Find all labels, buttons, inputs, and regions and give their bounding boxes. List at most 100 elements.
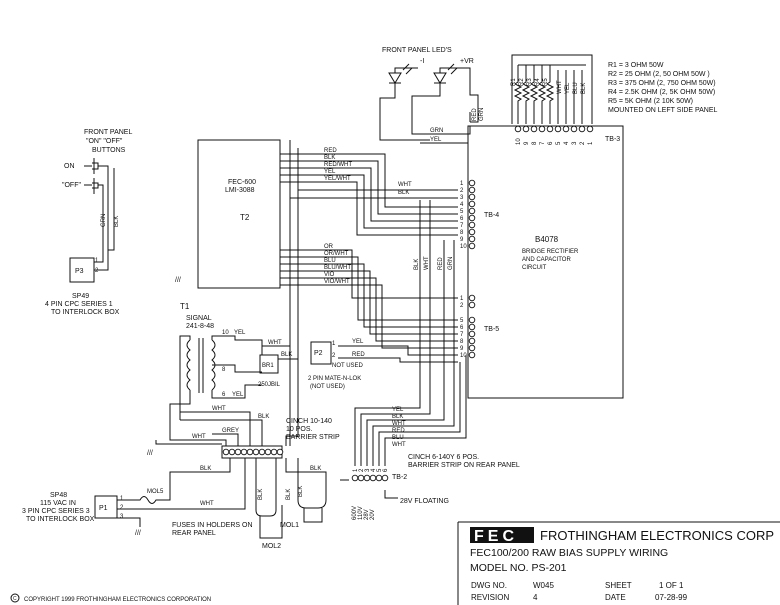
fuse-blk-1: BLK xyxy=(258,489,264,500)
tb2-pin-label-3: 3 xyxy=(365,468,371,472)
tb5-pin-label-5: 5 xyxy=(460,318,464,324)
t2-wire-labels: RED BLK RED/WHT YEL YEL/WHT OR OR/WHT BL… xyxy=(324,148,352,285)
tb2-label: TB-2 xyxy=(392,474,407,481)
p2-mate-label: 2 PIN MATE-N-LOK xyxy=(308,376,361,382)
front-panel-buttons: FRONT PANEL "ON" "OFF" BUTTONS ON "OFF" … xyxy=(62,129,132,271)
p2-mate-note: (NOT USED) xyxy=(310,384,345,390)
barrier10-line1: CINCH 10-140 xyxy=(286,418,332,425)
tb2-pin-5 xyxy=(375,474,383,482)
tb4-pin-1 xyxy=(468,179,476,187)
tb2-pin-label-1: 1 xyxy=(353,468,359,472)
led-wire-grn2: GRN xyxy=(479,108,485,121)
p3-pin2: 2 xyxy=(95,268,99,274)
sp49-line3: TO INTERLOCK BOX xyxy=(51,309,120,316)
resistor-spec-r4: R4 = 2.5K OHM (2, 5K OHM 50W) xyxy=(608,89,715,96)
t2-wire-yel-wht: YEL/WHT xyxy=(324,176,351,182)
fec-logo-text: FEC xyxy=(474,528,518,545)
buttons-title-2: "ON" "OFF" xyxy=(86,138,123,145)
led-wire-yel: YEL xyxy=(430,137,442,143)
vertical-wire-blk: BLK xyxy=(414,259,420,270)
sp48-line2: 115 VAC IN xyxy=(40,500,76,507)
tb3-pin-label-7: 7 xyxy=(540,141,546,145)
revision-value: 4 xyxy=(533,593,538,602)
resistor-spec-r5: R5 = 5K OHM (2 10K 50W) xyxy=(608,98,693,105)
tb5-pin-1 xyxy=(468,294,476,302)
barrier10-wire-blk: BLK xyxy=(258,414,269,420)
tb5-pin-10 xyxy=(468,351,476,359)
barrier10-ground: /// xyxy=(147,450,153,457)
tb5-pin-label-8: 8 xyxy=(460,339,464,345)
resistor-mounting-note: MOUNTED ON LEFT SIDE PANEL xyxy=(608,107,718,114)
t2-model: FEC-600 xyxy=(228,179,256,186)
tb4-pin-label-8: 8 xyxy=(460,230,464,236)
tb2-title-1: CINCH 6-140Y 6 POS. xyxy=(408,454,479,461)
copyright-symbol: C xyxy=(13,596,17,602)
fec-logo: FEC xyxy=(470,527,534,545)
tb3-pin-9 xyxy=(522,125,530,133)
t1-tap-6: 6 xyxy=(222,392,226,398)
t2-wire-vio-wht: VIO/WHT xyxy=(324,279,350,285)
fuse-wiring: MOL5 WHT BLK BLK FUSES IN HOLDERS ON REA… xyxy=(117,458,327,550)
tb5-pin-label-10: 10 xyxy=(460,353,467,359)
fuse-mol5: MOL5 xyxy=(147,489,164,495)
tb3-terminal-strip: TB-3 xyxy=(605,136,620,143)
tb5-pin-7 xyxy=(468,330,476,338)
company-name: FROTHINGHAM ELECTRONICS CORP xyxy=(540,528,774,543)
tb5-label: TB-5 xyxy=(484,326,499,333)
barrier10-pin-4 xyxy=(240,448,248,456)
t1-tap-6-yel: YEL xyxy=(232,392,244,398)
b4078-desc-3: CIRCUIT xyxy=(522,265,547,271)
barrier10-pin-6 xyxy=(252,448,260,456)
resistor-wire-blk: BLK xyxy=(581,83,587,94)
off-button-label: "OFF" xyxy=(62,182,81,189)
drawing-title: FEC100/200 RAW BIAS SUPPLY WIRING xyxy=(470,547,668,559)
tb2-pin-label-6: 6 xyxy=(383,468,389,472)
led-plus-symbol xyxy=(411,63,479,135)
tb2-voltage-1: 600V xyxy=(352,506,358,520)
tb5-pin-label-2: 2 xyxy=(460,303,464,309)
resistor-spec-r3: R3 = 375 OHM (2, 750 OHM 50W) xyxy=(608,80,716,87)
fuse-wire-blk-right: BLK xyxy=(310,466,321,472)
br1-wire-wht: WHT xyxy=(268,340,282,346)
date-label: DATE xyxy=(605,593,626,602)
br1-bridge: BR1 250JBIL WHT BLK xyxy=(258,340,298,388)
led-plus-label: +VR xyxy=(460,58,474,65)
barrier10-wire-grey: GREY xyxy=(222,428,239,434)
b4078-desc-1: BRIDGE RECTIFIER xyxy=(522,249,579,255)
p1-pin3: 3 xyxy=(120,514,124,520)
tb4-terminal-strip: TB-4 xyxy=(484,212,499,219)
p1-label: P1 xyxy=(99,505,108,512)
p1-pin2: 2 xyxy=(120,505,124,511)
barrier10-wire-wht2: WHT xyxy=(192,434,206,440)
tb4-pin-5 xyxy=(468,207,476,215)
tb5-pin-8 xyxy=(468,337,476,345)
tb3-pin-2 xyxy=(578,125,586,133)
t2-wire-or: OR xyxy=(324,244,334,250)
p1-connector: P1 1 2 3 xyxy=(94,495,124,520)
tb4-pin-4 xyxy=(468,200,476,208)
tb5-pin-label-6: 6 xyxy=(460,325,464,331)
barrier10-pin-1 xyxy=(222,448,230,456)
p2-not-used: NOT USED xyxy=(332,363,364,369)
br1-part: 250JBIL xyxy=(258,382,281,388)
t2-wire-blk: BLK xyxy=(324,155,335,161)
tb2-wire-yel: YEL xyxy=(392,407,404,413)
p3-connector: P3 1 2 xyxy=(69,257,99,283)
fuse-wire-wht: WHT xyxy=(200,501,214,507)
p3-label: P3 xyxy=(75,268,84,275)
br1-label: BR1 xyxy=(262,363,274,369)
t1-name: T1 xyxy=(180,302,190,311)
tb3-pin-1 xyxy=(586,125,594,133)
tb4-pin-label-7: 7 xyxy=(460,223,464,229)
tb3-pin-10 xyxy=(514,125,522,133)
p3-pin1: 1 xyxy=(95,258,99,264)
tb4-pin-label-5: 5 xyxy=(460,209,464,215)
tb2-pin-6 xyxy=(381,474,389,482)
t2-wire-red: RED xyxy=(324,148,337,154)
led-minus-symbol xyxy=(379,63,430,141)
tb3-pin-5 xyxy=(554,125,562,133)
copyright-text: COPYRIGHT 1999 FROTHINGHAM ELECTRONICS C… xyxy=(24,597,211,603)
resistor-wire-yel: YEL xyxy=(565,82,571,94)
t1-tap-8: 8 xyxy=(222,367,226,373)
